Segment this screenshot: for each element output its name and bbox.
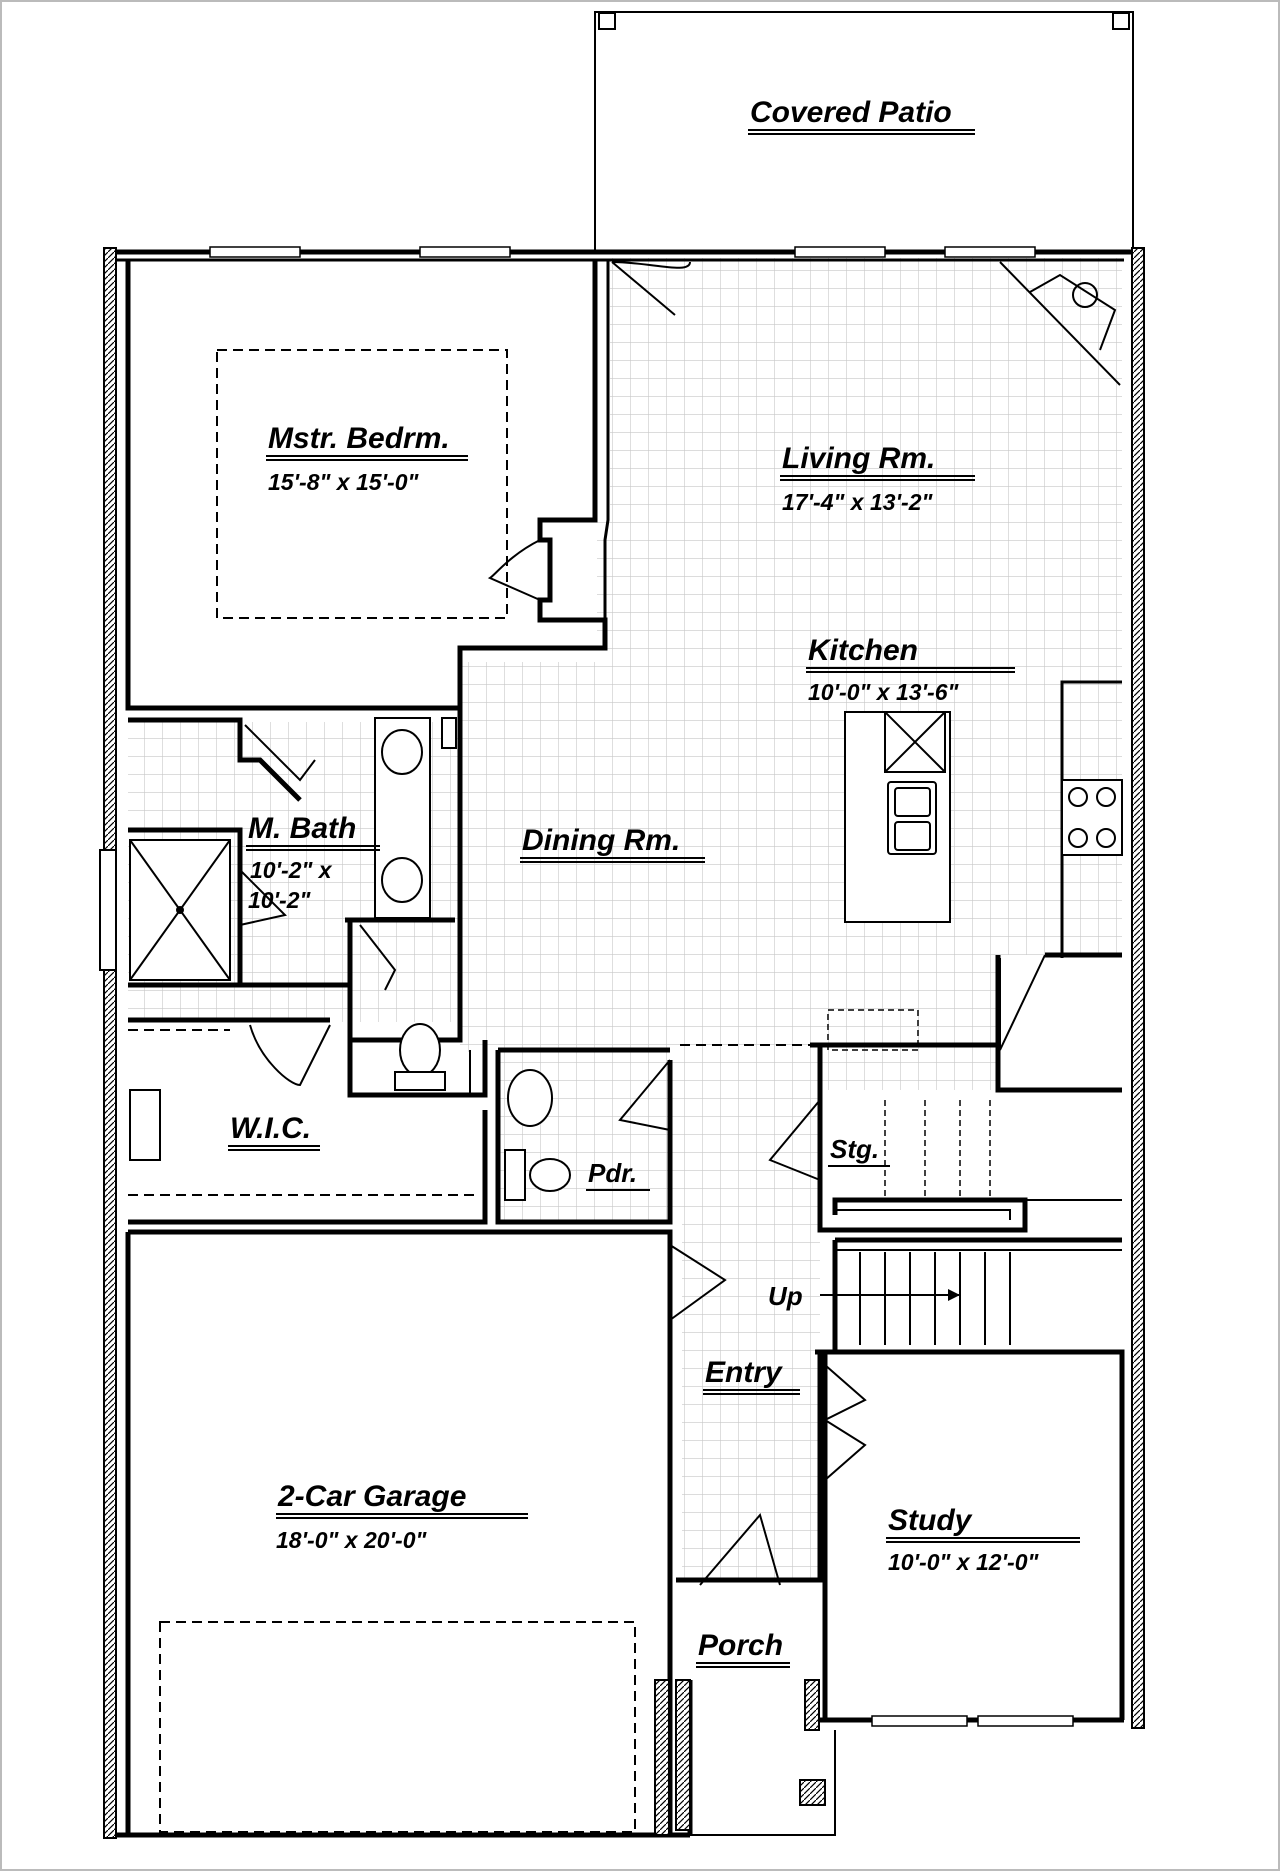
pantry-walls xyxy=(810,952,1122,1093)
walk-in-closet xyxy=(128,1017,488,1225)
kitchen-label: Kitchen xyxy=(808,634,918,667)
entry-label: Entry xyxy=(705,1356,783,1389)
covered-patio-label: Covered Patio xyxy=(750,96,952,129)
study-walls xyxy=(815,1349,1125,1720)
entry-porch xyxy=(676,1352,836,1836)
dining-room-label: Dining Rm. xyxy=(522,824,680,857)
powder-room xyxy=(469,1047,673,1225)
porch-label: Porch xyxy=(698,1629,783,1662)
master-bedroom-dim: 15'-8" x 15'-0" xyxy=(268,469,419,495)
stairs xyxy=(820,1237,1122,1352)
kitchen-island xyxy=(844,711,951,923)
storage-area xyxy=(768,1090,1122,1233)
garage-label: 2-Car Garage xyxy=(277,1480,466,1513)
garage xyxy=(125,1229,727,1836)
patio-door-swing xyxy=(611,261,691,316)
master-bath-label: M. Bath xyxy=(248,812,356,845)
kitchen-counter xyxy=(1060,680,1123,958)
garage-dim: 18'-0" x 20'-0" xyxy=(276,1527,427,1553)
living-room-dim: 17'-4" x 13'-2" xyxy=(782,489,933,515)
room-labels: Covered Patio Mstr. Bedrm. 15'-8" x 15'-… xyxy=(228,96,1080,1668)
wic-label: W.I.C. xyxy=(230,1112,311,1145)
master-bath-dim-1: 10'-2" x xyxy=(250,857,333,883)
covered-patio xyxy=(594,11,1134,250)
master-bath-dim-2: 10'-2" xyxy=(248,887,312,913)
study-label: Study xyxy=(888,1504,973,1537)
living-room-label: Living Rm. xyxy=(782,442,935,475)
master-bedroom-label: Mstr. Bedrm. xyxy=(268,422,450,455)
kitchen-dim: 10'-0" x 13'-6" xyxy=(808,679,959,705)
study-dim: 10'-0" x 12'-0" xyxy=(888,1549,1039,1575)
stairs-up-label: Up xyxy=(768,1281,803,1311)
master-bath-walls xyxy=(99,662,488,1098)
powder-label: Pdr. xyxy=(588,1158,637,1188)
windows-top xyxy=(209,246,1074,1727)
fireplace xyxy=(999,261,1121,386)
storage-label: Stg. xyxy=(830,1134,879,1164)
